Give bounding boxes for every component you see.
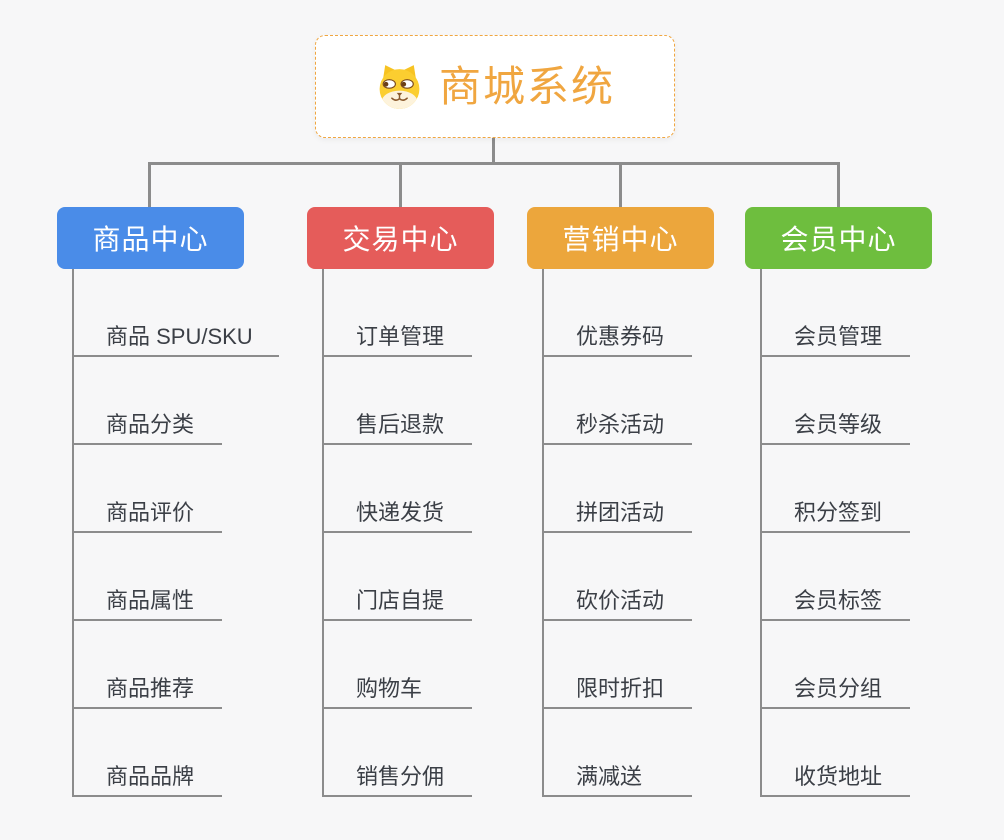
leaf-node[interactable]: 商品分类 bbox=[74, 357, 222, 445]
connector-drop-products bbox=[148, 162, 151, 208]
leaf-node[interactable]: 售后退款 bbox=[324, 357, 472, 445]
leaf-node[interactable]: 会员分组 bbox=[762, 621, 910, 709]
connector-drop-trade bbox=[399, 162, 402, 208]
branch-head-members[interactable]: 会员中心 bbox=[745, 207, 932, 269]
leaf-list-trade: 订单管理 售后退款 快递发货 门店自提 购物车 销售分佣 bbox=[322, 269, 494, 797]
leaf-node[interactable]: 门店自提 bbox=[324, 533, 472, 621]
leaf-node[interactable]: 会员管理 bbox=[762, 269, 910, 357]
leaf-node[interactable]: 商品属性 bbox=[74, 533, 222, 621]
leaf-node[interactable]: 限时折扣 bbox=[544, 621, 692, 709]
leaf-node[interactable]: 砍价活动 bbox=[544, 533, 692, 621]
leaf-node[interactable]: 拼团活动 bbox=[544, 445, 692, 533]
branch-products: 商品中心 商品 SPU/SKU 商品分类 商品评价 商品属性 商品推荐 商品品牌 bbox=[57, 207, 279, 797]
connector-trunk bbox=[148, 162, 840, 165]
branch-head-marketing[interactable]: 营销中心 bbox=[527, 207, 714, 269]
leaf-node[interactable]: 收货地址 bbox=[762, 709, 910, 797]
branch-head-products[interactable]: 商品中心 bbox=[57, 207, 244, 269]
leaf-node[interactable]: 快递发货 bbox=[324, 445, 472, 533]
leaf-node[interactable]: 销售分佣 bbox=[324, 709, 472, 797]
leaf-node[interactable]: 购物车 bbox=[324, 621, 472, 709]
leaf-node[interactable]: 会员等级 bbox=[762, 357, 910, 445]
leaf-node[interactable]: 积分签到 bbox=[762, 445, 910, 533]
leaf-node[interactable]: 秒杀活动 bbox=[544, 357, 692, 445]
leaf-node[interactable]: 订单管理 bbox=[324, 269, 472, 357]
leaf-list-marketing: 优惠券码 秒杀活动 拼团活动 砍价活动 限时折扣 满减送 bbox=[542, 269, 714, 797]
branch-trade: 交易中心 订单管理 售后退款 快递发货 门店自提 购物车 销售分佣 bbox=[307, 207, 494, 797]
leaf-node[interactable]: 会员标签 bbox=[762, 533, 910, 621]
root-node[interactable]: 商城系统 bbox=[315, 35, 675, 138]
branch-head-trade[interactable]: 交易中心 bbox=[307, 207, 494, 269]
branch-marketing: 营销中心 优惠券码 秒杀活动 拼团活动 砍价活动 限时折扣 满减送 bbox=[527, 207, 714, 797]
leaf-node[interactable]: 优惠券码 bbox=[544, 269, 692, 357]
leaf-node[interactable]: 满减送 bbox=[544, 709, 692, 797]
connector-root-drop bbox=[492, 137, 495, 163]
branch-members: 会员中心 会员管理 会员等级 积分签到 会员标签 会员分组 收货地址 bbox=[745, 207, 932, 797]
leaf-node[interactable]: 商品评价 bbox=[74, 445, 222, 533]
leaf-list-members: 会员管理 会员等级 积分签到 会员标签 会员分组 收货地址 bbox=[760, 269, 932, 797]
connector-drop-marketing bbox=[619, 162, 622, 208]
leaf-list-products: 商品 SPU/SKU 商品分类 商品评价 商品属性 商品推荐 商品品牌 bbox=[72, 269, 279, 797]
doge-face-icon bbox=[379, 65, 420, 109]
leaf-node[interactable]: 商品推荐 bbox=[74, 621, 222, 709]
leaf-node[interactable]: 商品品牌 bbox=[74, 709, 222, 797]
leaf-node[interactable]: 商品 SPU/SKU bbox=[74, 269, 279, 357]
connector-drop-members bbox=[837, 162, 840, 208]
root-title: 商城系统 bbox=[438, 62, 615, 110]
